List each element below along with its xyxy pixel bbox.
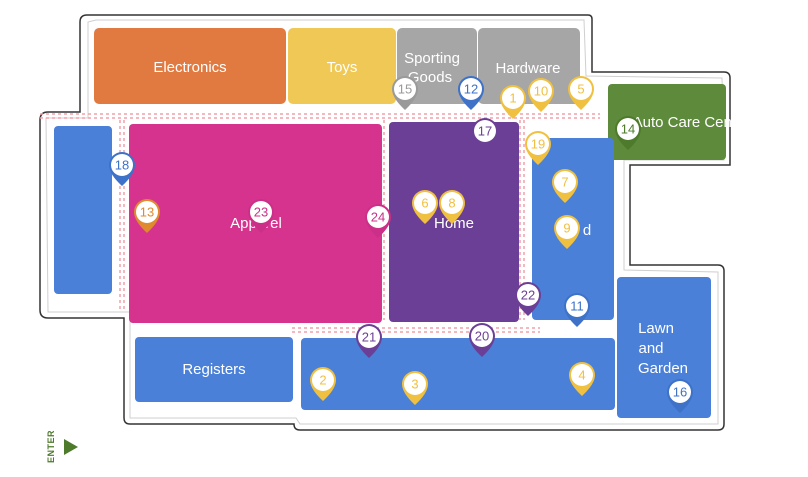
map-pin-face	[617, 118, 639, 140]
map-pin-number: 9	[563, 221, 570, 236]
map-pin-face	[111, 154, 133, 176]
dept-lawn-label-1: Lawn	[638, 320, 674, 337]
aisle-markings	[40, 113, 600, 333]
map-pin-number: 7	[561, 175, 568, 190]
map-pin-17[interactable]: 17	[472, 118, 498, 152]
map-pin-13[interactable]: 13	[134, 199, 160, 233]
dept-hardware-label: Hardware	[495, 60, 560, 77]
dept-sporting-label-2: Goods	[408, 69, 452, 86]
map-pin-number: 24	[371, 210, 385, 225]
map-pin-face	[527, 133, 549, 155]
map-pin-14[interactable]: 14	[615, 116, 641, 150]
dept-auto-care-label: Auto Care Center	[633, 114, 750, 131]
dept-food-label-fragment: d	[583, 222, 591, 239]
map-pin-number: 4	[578, 368, 585, 383]
map-pin-3[interactable]: 3	[402, 370, 429, 405]
dept-electronics-label: Electronics	[153, 59, 226, 76]
map-pin-face	[312, 369, 334, 391]
map-pin-23[interactable]: 23	[248, 199, 274, 233]
map-pin-number: 17	[478, 124, 492, 139]
map-pin-number: 6	[421, 196, 428, 211]
map-pin-number: 2	[319, 373, 326, 388]
map-pin-face	[404, 373, 426, 395]
map-pin-face	[566, 295, 588, 317]
map-pin-face	[471, 325, 493, 347]
map-pin-number: 18	[115, 158, 129, 173]
map-pin-4[interactable]: 4	[569, 362, 595, 396]
map-pin-10[interactable]: 10	[528, 78, 554, 112]
map-pin-18[interactable]: 18	[109, 152, 135, 186]
map-pin-16[interactable]: 16	[667, 379, 693, 413]
map-pin-number: 13	[140, 205, 154, 220]
map-pin-9[interactable]: 9	[554, 215, 580, 249]
map-pin-face	[570, 78, 592, 100]
map-pin-number: 15	[398, 82, 412, 97]
map-pin-number: 10	[534, 84, 548, 99]
map-pin-face	[474, 120, 496, 142]
map-pin-face	[554, 171, 576, 193]
map-pin-face	[517, 284, 539, 306]
map-pin-face	[367, 206, 389, 228]
map-pin-15[interactable]: 15	[392, 76, 418, 110]
map-pin-face	[441, 192, 463, 214]
map-pin-number: 14	[621, 122, 635, 137]
map-pin-number: 21	[362, 330, 376, 345]
map-pin-face	[460, 78, 482, 100]
map-pin-number: 11	[570, 299, 584, 314]
map-pin-5[interactable]: 5	[568, 76, 594, 110]
map-pin-face	[530, 80, 552, 102]
map-pin-number: 12	[464, 82, 478, 97]
map-pin-number: 1	[509, 91, 516, 106]
map-pin-number: 5	[577, 82, 584, 97]
map-pin-number: 8	[448, 196, 455, 211]
dept-toys-label: Toys	[327, 59, 358, 76]
dept-lawn-garden[interactable]	[617, 277, 711, 418]
map-pin-face	[394, 78, 416, 100]
map-pin-11[interactable]: 11	[564, 293, 590, 327]
map-pin-22[interactable]: 22	[515, 282, 541, 316]
map-pin-face	[502, 87, 524, 109]
map-pin-19[interactable]: 19	[525, 131, 551, 165]
map-pin-7[interactable]: 7	[552, 169, 578, 203]
dept-left-blue[interactable]	[54, 126, 112, 294]
map-pin-1[interactable]: 1	[500, 85, 526, 119]
map-pin-20[interactable]: 20	[469, 323, 495, 357]
map-pin-face	[250, 201, 272, 223]
map-pin-12[interactable]: 12	[458, 76, 484, 110]
dept-checkout-lane[interactable]	[301, 338, 615, 410]
dept-sporting-label-1: Sporting	[404, 50, 460, 67]
dept-auto-care[interactable]	[608, 84, 726, 160]
map-pin-face	[571, 364, 593, 386]
map-pin-number: 19	[531, 137, 545, 152]
map-pin-number: 20	[475, 329, 489, 344]
map-pin-face	[136, 201, 158, 223]
dept-electronics[interactable]	[94, 28, 286, 104]
entrance-arrow-icon	[64, 439, 78, 455]
dept-lawn-label-3: Garden	[638, 360, 688, 377]
map-pin-8[interactable]: 8	[439, 190, 465, 224]
map-pin-number: 16	[673, 385, 687, 400]
dept-toys[interactable]	[288, 28, 396, 104]
dept-registers-label: Registers	[182, 361, 245, 378]
entrance-label: ENTER	[46, 430, 56, 464]
dept-lawn-label-2: and	[638, 340, 663, 357]
map-pin-21[interactable]: 21	[356, 324, 382, 358]
map-pin-2[interactable]: 2	[310, 367, 336, 401]
map-pin-face	[414, 192, 436, 214]
map-pin-face	[358, 326, 380, 348]
map-pin-6[interactable]: 6	[412, 190, 438, 224]
map-pin-number: 3	[411, 377, 418, 392]
map-pin-24[interactable]: 24	[365, 204, 391, 238]
map-pin-face	[669, 381, 691, 403]
dept-home-label: Home	[434, 215, 474, 232]
dept-registers[interactable]	[135, 337, 293, 402]
map-pin-number: 22	[521, 288, 535, 303]
map-pin-number: 23	[254, 205, 268, 220]
map-pin-face	[556, 217, 578, 239]
dept-hardware[interactable]	[478, 28, 580, 104]
